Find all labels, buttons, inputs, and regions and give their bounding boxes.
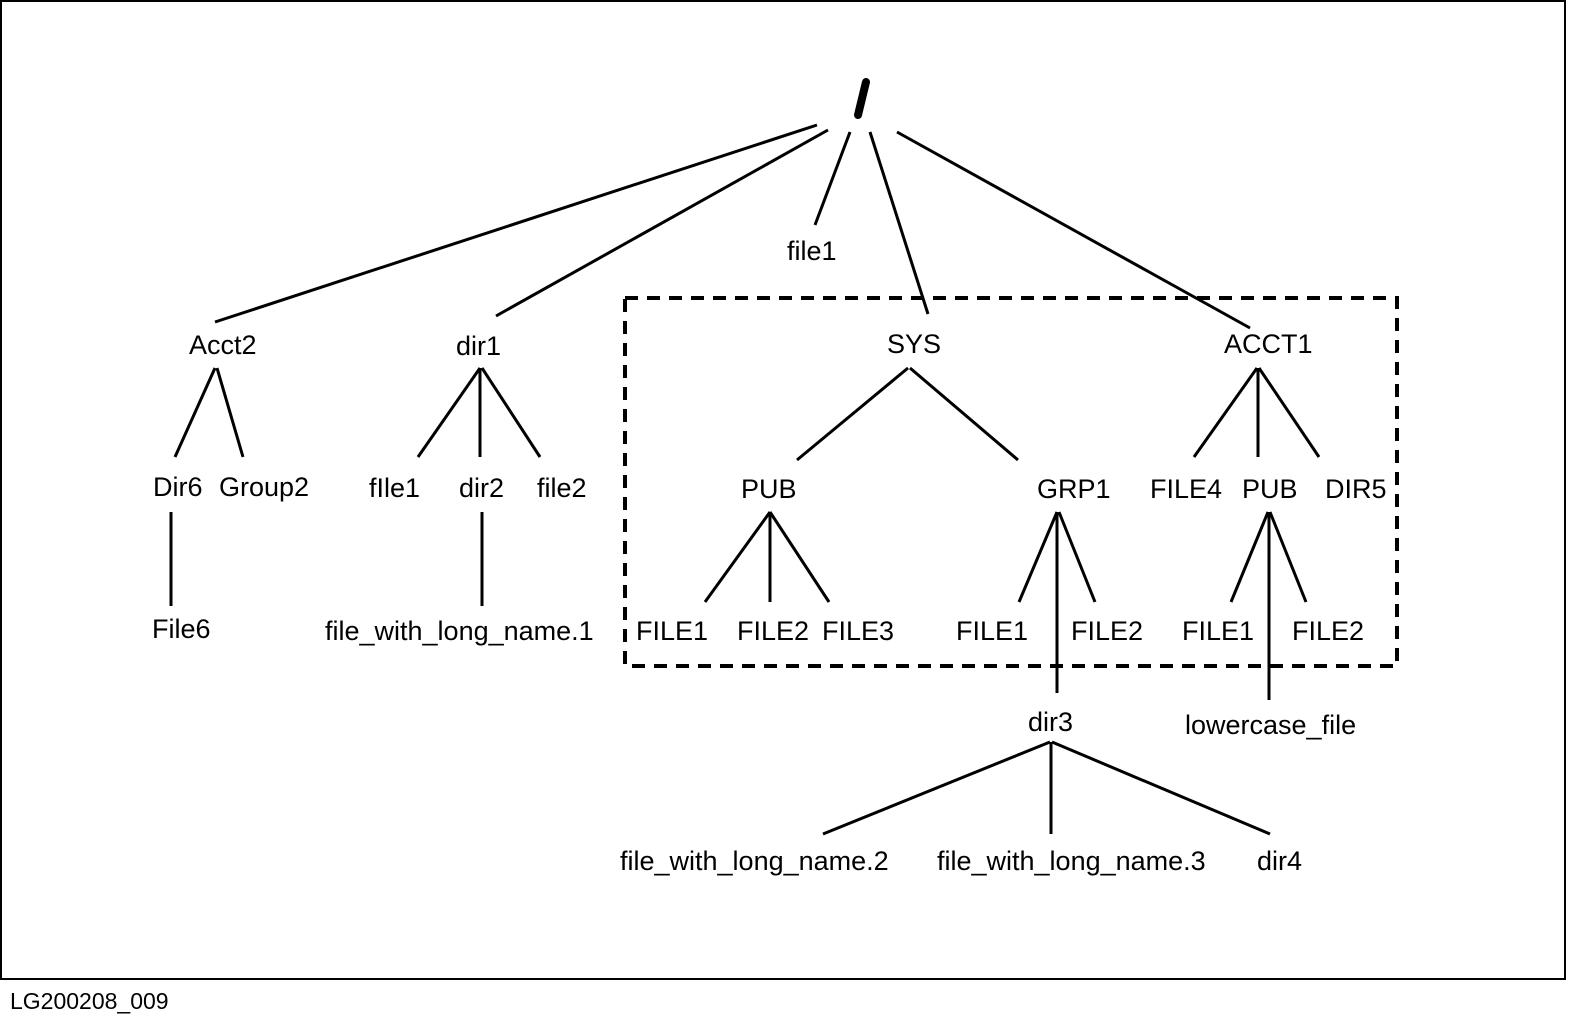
- edge-root-acct1: [896, 130, 1251, 330]
- node-dir5: DIR5: [1325, 474, 1387, 504]
- node-acct2: Acct2: [189, 330, 257, 360]
- edge-acct1-dir5: [1257, 367, 1321, 458]
- node-dir1: dir1: [456, 331, 501, 361]
- edge-dir3-longname2: [822, 740, 1051, 836]
- edge-sys-grp1: [909, 366, 1019, 462]
- edge-acct1-file4: [1192, 367, 1259, 458]
- node-pub-file1: FILE1: [636, 616, 708, 646]
- node-long-name-3: file_with_long_name.3: [937, 846, 1206, 876]
- node-acct1-pub-file1: FILE1: [1182, 616, 1254, 646]
- node-sys-pub: PUB: [741, 474, 797, 504]
- node-dir1-file2: file2: [537, 473, 587, 503]
- node-grp1-file2: FILE2: [1071, 616, 1143, 646]
- node-file6: File6: [152, 614, 211, 644]
- node-acct1: ACCT1: [1224, 329, 1313, 359]
- edge-dir1-file1: [416, 367, 482, 458]
- node-long-name-2: file_with_long_name.2: [620, 846, 889, 876]
- node-group2: Group2: [219, 472, 309, 502]
- node-acct1-pub: PUB: [1242, 474, 1298, 504]
- edge-pub-file1: [703, 511, 772, 603]
- node-dir6: Dir6: [153, 472, 203, 502]
- edge-root-file1: [813, 131, 852, 226]
- edge-dir1-file2: [480, 367, 542, 458]
- node-dir4: dir4: [1257, 846, 1302, 876]
- edge-root-dir1: [495, 128, 829, 318]
- diagram-frame: [0, 0, 1566, 980]
- node-grp1-file1: FILE1: [956, 616, 1028, 646]
- edge-acct1pub-file1: [1229, 511, 1270, 603]
- tree-node-labels: file1 Acct2 dir1 SYS ACCT1 Dir6 Group2 f…: [152, 236, 1387, 876]
- edge-root-sys: [868, 131, 930, 315]
- node-file1-root: file1: [787, 236, 837, 266]
- node-dir3: dir3: [1028, 707, 1073, 737]
- edge-sys-pub: [796, 366, 909, 462]
- node-long-name-1: file_with_long_name.1: [325, 616, 594, 646]
- edge-grp1-file2: [1057, 511, 1097, 603]
- node-grp1: GRP1: [1037, 474, 1111, 504]
- node-pub-file3: FILE3: [822, 616, 894, 646]
- node-sys: SYS: [887, 329, 941, 359]
- tree-edges: [169, 123, 1321, 836]
- node-dir1-file1: fIle1: [369, 473, 420, 503]
- figure-id-label: LG200208_009: [10, 988, 169, 1014]
- edge-pub-file3: [768, 511, 831, 603]
- node-file4: FILE4: [1150, 474, 1222, 504]
- node-acct1-pub-file2: FILE2: [1292, 616, 1364, 646]
- node-lowercase-file: lowercase_file: [1185, 710, 1356, 740]
- edge-grp1-file1: [1017, 511, 1059, 603]
- root-slash-mark: [854, 78, 870, 119]
- node-pub-file2: FILE2: [737, 616, 809, 646]
- edge-acct1pub-file2: [1268, 511, 1308, 603]
- node-dir2: dir2: [459, 473, 504, 503]
- edge-root-acct2: [214, 123, 818, 324]
- edge-acct2-group2: [215, 367, 245, 458]
- edge-acct2-dir6: [173, 367, 217, 458]
- highlight-region-box: [623, 296, 1399, 668]
- edge-dir3-dir4: [1051, 740, 1271, 836]
